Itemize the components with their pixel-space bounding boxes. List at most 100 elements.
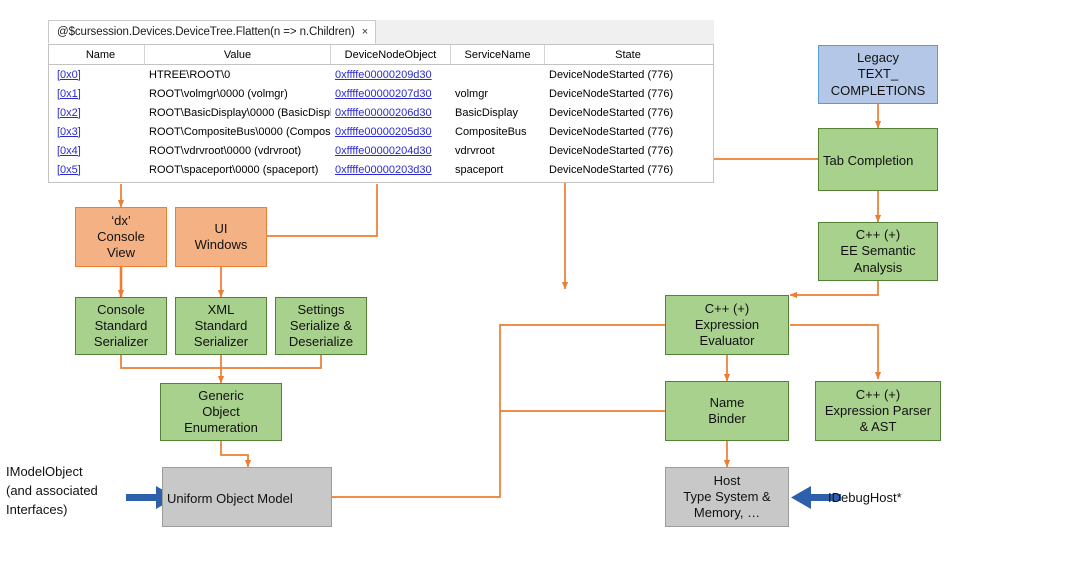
table-row[interactable]: [0x3] ROOT\CompositeBus\0000 (CompositeB… — [49, 122, 713, 141]
row-name-link[interactable]: [0x4] — [57, 144, 81, 157]
row-devicenodeobject-link[interactable]: 0xffffe00000204d30 — [335, 144, 432, 157]
column-header-state[interactable]: State — [615, 48, 641, 61]
tab-label: @$cursession.Devices.DeviceTree.Flatten(… — [57, 26, 355, 38]
node-line: Enumeration — [184, 420, 258, 436]
row-devicenodeobject-link[interactable]: 0xffffe00000203d30 — [335, 163, 432, 176]
node-legacy-text-completions[interactable]: Legacy TEXT_ COMPLETIONS — [818, 45, 938, 104]
node-line: Type System & — [683, 488, 771, 504]
tab-dml-query[interactable]: @$cursession.Devices.DeviceTree.Flatten(… — [48, 20, 376, 44]
table-row[interactable]: [0x4] ROOT\vdrvroot\0000 (vdrvroot) 0xff… — [49, 141, 713, 160]
node-line: UI — [214, 220, 228, 236]
node-line: C++ (+) — [855, 227, 901, 243]
node-tab-completion[interactable]: Tab Completion — [818, 128, 938, 191]
node-line: Legacy — [857, 50, 899, 66]
node-line: Expression — [694, 316, 760, 332]
node-line: Expression Parser — [824, 402, 932, 418]
node-ee-semantic-analysis[interactable]: C++ (+) EE Semantic Analysis — [818, 222, 938, 281]
column-header-devicenodeobject[interactable]: DeviceNodeObject — [331, 45, 451, 64]
node-line: Standard — [194, 317, 248, 333]
row-devicenodeobject-link[interactable]: 0xffffe00000209d30 — [335, 68, 432, 81]
node-line: Settings — [297, 301, 345, 317]
tab-strip: @$cursession.Devices.DeviceTree.Flatten(… — [48, 20, 714, 45]
node-line: XML — [207, 301, 235, 317]
row-value: ROOT\vdrvroot\0000 (vdrvroot) — [149, 144, 302, 157]
node-line: Generic — [198, 387, 244, 403]
row-servicename: volmgr — [455, 87, 489, 100]
row-servicename: spaceport — [455, 163, 504, 176]
node-line: C++ (+) — [855, 386, 901, 402]
node-dx-console-view[interactable]: ‘dx’ Console View — [75, 207, 167, 267]
row-value: ROOT\BasicDisplay\0000 (BasicDisplay) — [149, 106, 331, 119]
table-row[interactable]: [0x1] ROOT\volmgr\0000 (volmgr) 0xffffe0… — [49, 84, 713, 103]
row-value: HTREE\ROOT\0 — [149, 68, 231, 81]
row-value: ROOT\volmgr\0000 (volmgr) — [149, 87, 288, 100]
column-header-value[interactable]: Value — [145, 45, 331, 64]
wire-evaluator-to-parser — [790, 324, 882, 380]
node-line: Serializer — [93, 334, 149, 350]
row-state: DeviceNodeStarted (776) — [549, 87, 674, 100]
node-line: Object — [202, 403, 240, 419]
row-state: DeviceNodeStarted (776) — [549, 144, 674, 157]
row-servicename: BasicDisplay — [455, 106, 518, 119]
node-line: Tab Completion — [823, 153, 914, 169]
node-line: Deserialize — [288, 334, 354, 350]
column-header-name[interactable]: Name — [49, 45, 145, 64]
node-line: View — [107, 245, 135, 261]
node-xml-standard-serializer[interactable]: XML Standard Serializer — [175, 297, 267, 355]
results-grid[interactable]: Name Value DeviceNodeObject ServiceName … — [48, 44, 714, 183]
node-line: Memory, … — [693, 505, 761, 521]
node-line: Binder — [708, 411, 746, 426]
node-line: C++ (+) — [704, 300, 750, 316]
row-name-link[interactable]: [0x0] — [57, 68, 81, 81]
row-value: ROOT\CompositeBus\0000 (CompositeBus) — [149, 125, 331, 138]
grid-header-row: Name Value DeviceNodeObject ServiceName … — [49, 45, 713, 65]
wire-evaluator-to-uom — [322, 324, 665, 501]
wire-generic-enum-to-uom — [220, 441, 252, 468]
node-generic-object-enumeration[interactable]: Generic Object Enumeration — [160, 383, 282, 441]
wire-serializers-bus — [120, 355, 322, 369]
node-expression-evaluator[interactable]: C++ (+) Expression Evaluator — [665, 295, 789, 355]
row-name-link[interactable]: [0x1] — [57, 87, 81, 100]
node-line: Evaluator — [699, 333, 755, 349]
row-servicename: vdrvroot — [455, 144, 495, 157]
node-host-type-system[interactable]: Host Type System & Memory, … — [665, 467, 789, 527]
node-line: Host — [713, 472, 741, 488]
row-state: DeviceNodeStarted (776) — [549, 163, 674, 176]
close-icon[interactable]: × — [361, 25, 369, 38]
label-line: IModelObject — [6, 464, 83, 479]
node-line: Uniform Object Model — [167, 490, 293, 506]
node-line: ‘dx’ — [111, 212, 131, 228]
column-header-servicename[interactable]: ServiceName — [451, 45, 545, 64]
node-name-binder[interactable]: Name Binder — [665, 381, 789, 441]
row-value: ROOT\spaceport\0000 (spaceport) — [149, 163, 319, 176]
table-row[interactable]: [0x0] HTREE\ROOT\0 0xffffe00000209d30 De… — [49, 65, 713, 84]
row-devicenodeobject-link[interactable]: 0xffffe00000206d30 — [335, 106, 432, 119]
row-devicenodeobject-link[interactable]: 0xffffe00000205d30 — [335, 125, 432, 138]
node-settings-serialize-deserialize[interactable]: Settings Serialize & Deserialize — [275, 297, 367, 355]
row-devicenodeobject-link[interactable]: 0xffffe00000207d30 — [335, 87, 432, 100]
row-name-link[interactable]: [0x5] — [57, 163, 81, 176]
debugger-model-window: @$cursession.Devices.DeviceTree.Flatten(… — [48, 20, 714, 183]
row-state: DeviceNodeStarted (776) — [549, 125, 674, 138]
node-ui-windows[interactable]: UI Windows — [175, 207, 267, 267]
table-row[interactable]: [0x5] ROOT\spaceport\0000 (spaceport) 0x… — [49, 160, 713, 179]
table-row[interactable]: [0x2] ROOT\BasicDisplay\0000 (BasicDispl… — [49, 103, 713, 122]
node-uniform-object-model[interactable]: Uniform Object Model — [162, 467, 332, 527]
node-line: Console — [97, 228, 145, 244]
label-line: IDebugHost* — [828, 490, 902, 505]
label-idebughost: IDebugHost* — [828, 489, 902, 508]
node-line: Name — [709, 394, 745, 410]
node-console-standard-serializer[interactable]: Console Standard Serializer — [75, 297, 167, 355]
node-expression-parser-ast[interactable]: C++ (+) Expression Parser & AST — [815, 381, 941, 441]
node-line: COMPLETIONS — [830, 82, 926, 98]
row-servicename — [451, 65, 545, 84]
node-line: & AST — [859, 419, 897, 435]
label-imodelobject: IModelObject (and associated Interfaces) — [6, 463, 98, 520]
row-name-link[interactable]: [0x3] — [57, 125, 81, 138]
label-line: Interfaces) — [6, 501, 68, 517]
node-line: EE Semantic — [840, 243, 916, 259]
node-line: Serialize & — [289, 317, 353, 333]
row-servicename: CompositeBus — [455, 125, 527, 138]
row-name-link[interactable]: [0x2] — [57, 106, 81, 119]
node-line: Console — [97, 301, 145, 317]
